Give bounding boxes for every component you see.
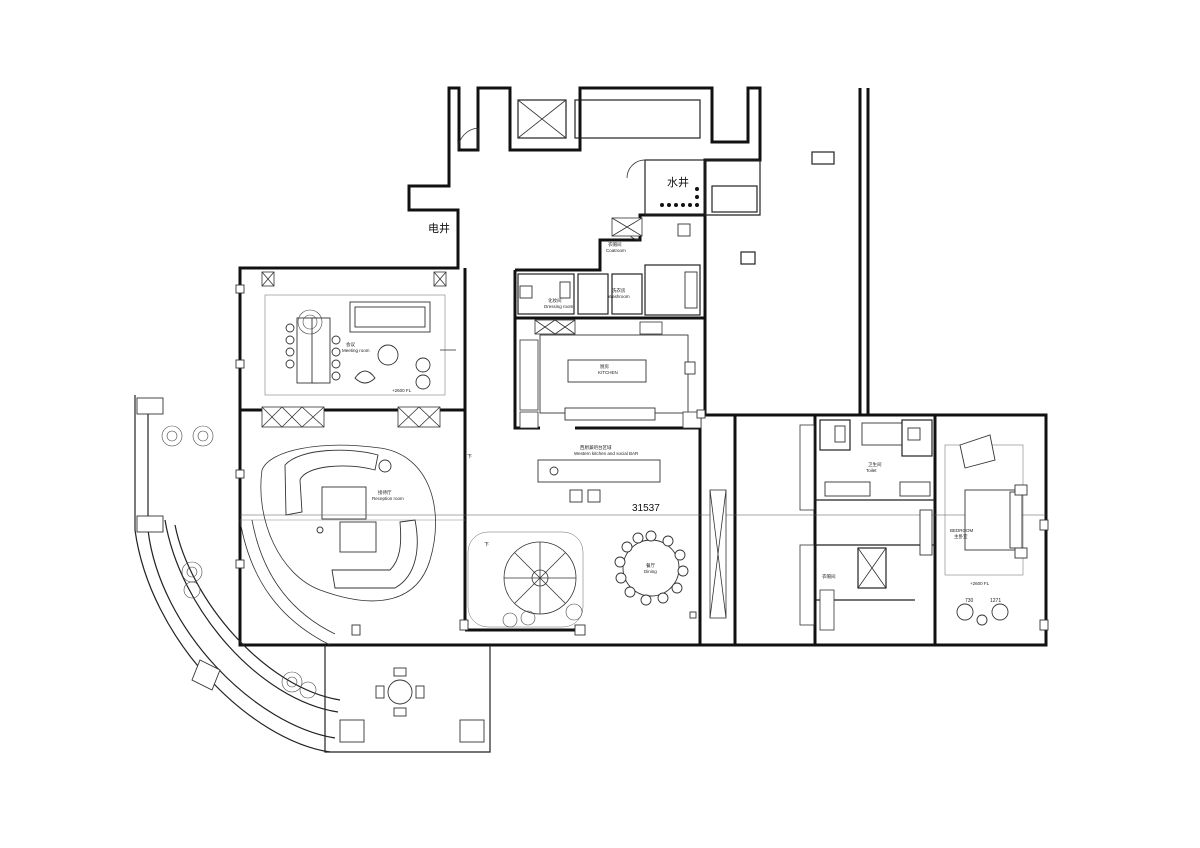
outdoor-table-icon — [375, 667, 425, 717]
terrace — [134, 395, 491, 753]
electric-shaft-label: 电井 — [428, 221, 450, 235]
washroom-label-cn: 洗衣房 — [612, 287, 626, 294]
toilet-label-en: Toilet — [866, 468, 877, 473]
bar-island — [537, 459, 661, 503]
reception-label-cn: 接待厅 — [378, 489, 392, 496]
closet-label-cn: 衣帽间 — [822, 573, 836, 580]
dining-label-cn: 餐厅 — [646, 562, 655, 569]
reception-room — [239, 444, 436, 646]
stair-down-label-2: 下 — [484, 542, 489, 548]
outer-walls — [238, 86, 1048, 647]
dressing-label-cn: 化妆间 — [548, 297, 562, 304]
bedroom-label-cn: 主卧室 — [954, 533, 968, 540]
kitchen-label-cn: 厨房 — [600, 363, 609, 370]
meeting-room-label-en: Meeting room — [342, 348, 370, 353]
dining-label-en: Dining — [644, 569, 657, 574]
cabinet-rows — [261, 271, 447, 428]
overall-dimension-label: 31537 — [632, 503, 660, 514]
water-shaft-label: 水井 — [667, 175, 689, 189]
western-kitchen-label-en: Western kitchen and social BAR — [574, 451, 639, 456]
bedroom-level-label: +2600 FL — [970, 581, 990, 586]
meeting-level-label: +2600 FL — [392, 388, 412, 393]
kitchen — [519, 319, 702, 429]
elevator-shaft-icon — [517, 99, 835, 265]
western-kitchen-label-cn: 西厨兼吧台区域 — [580, 444, 612, 451]
stair-down-label-1: 下 — [467, 454, 472, 460]
bedroom-suite — [819, 419, 1028, 631]
bedroom-label-en: BEDROOM — [950, 528, 974, 533]
coatroom-label-en: Coatroom — [606, 248, 626, 253]
meeting-room-label-cn: 会议 — [346, 341, 355, 348]
meeting-room — [264, 294, 456, 396]
washroom-label-en: Washroom — [608, 294, 630, 299]
coatroom-label-cn: 衣帽间 — [608, 241, 622, 248]
water-shaft-pipes — [660, 187, 699, 207]
service-rooms — [517, 217, 701, 316]
round-table-icon — [614, 530, 697, 619]
dim-a-label: 730 — [965, 598, 974, 604]
tree-symbol-icon — [161, 425, 583, 699]
dim-b-label: 1271 — [990, 598, 1001, 604]
dressing-label-en: Dressing room — [544, 304, 574, 309]
structural-columns — [235, 284, 1049, 636]
water-shaft-room — [644, 159, 706, 216]
reception-label-en: Reception room — [372, 496, 404, 501]
corridor-cabinets — [709, 424, 815, 626]
spiral-stair-icon — [467, 531, 584, 628]
kitchen-label-en: KITCHEN — [598, 370, 618, 375]
toilet-label-cn: 卫生间 — [868, 461, 882, 468]
